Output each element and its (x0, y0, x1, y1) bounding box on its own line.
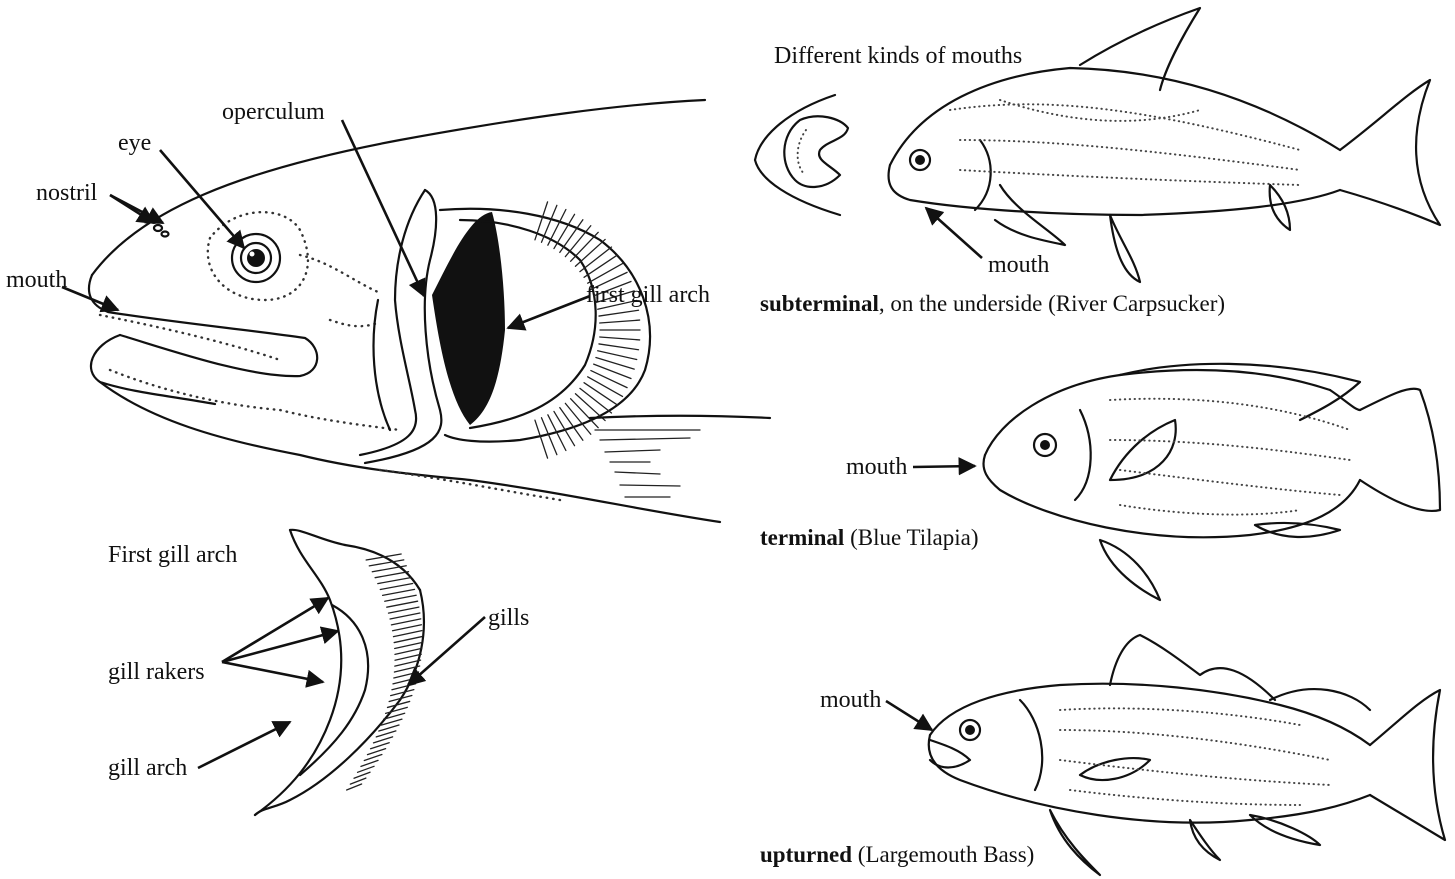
gill-arch-title: First gill arch (108, 543, 237, 567)
caption-subterminal: subterminal, on the underside (River Car… (760, 292, 1225, 315)
label-nostril: nostril (36, 181, 97, 205)
bass-mouth-arrow (886, 701, 932, 730)
tilapia-mouth-arrow (913, 466, 975, 467)
caption-terminal-type: terminal (760, 525, 844, 550)
caption-subterminal-type: subterminal (760, 291, 879, 316)
label-mouth-terminal: mouth (846, 455, 907, 479)
label-operculum: operculum (222, 100, 325, 124)
label-mouth: mouth (6, 268, 67, 292)
label-gill-rakers: gill rakers (108, 660, 205, 684)
mouth-closeup-illustration (755, 95, 848, 215)
fish-head-illustration (89, 100, 770, 522)
tilapia-illustration (983, 364, 1440, 600)
label-first-gill-arch: first gill arch (586, 283, 710, 307)
caption-subterminal-desc: , on the underside (River Carpsucker) (879, 291, 1225, 316)
label-gill-arch: gill arch (108, 756, 187, 780)
mouth-types-heading: Different kinds of mouths (774, 44, 1022, 68)
caption-upturned-desc: (Largemouth Bass) (852, 842, 1034, 867)
caption-terminal-desc: (Blue Tilapia) (844, 525, 978, 550)
caption-upturned: upturned (Largemouth Bass) (760, 843, 1034, 866)
label-mouth-subterminal: mouth (988, 253, 1049, 277)
caption-upturned-type: upturned (760, 842, 852, 867)
gill-arch-arrows (198, 598, 485, 768)
label-eye: eye (118, 131, 151, 155)
carpsucker-mouth-arrow (926, 208, 982, 258)
label-gills: gills (488, 606, 529, 630)
bass-illustration (929, 635, 1445, 875)
caption-terminal: terminal (Blue Tilapia) (760, 526, 978, 549)
label-mouth-upturned: mouth (820, 688, 881, 712)
